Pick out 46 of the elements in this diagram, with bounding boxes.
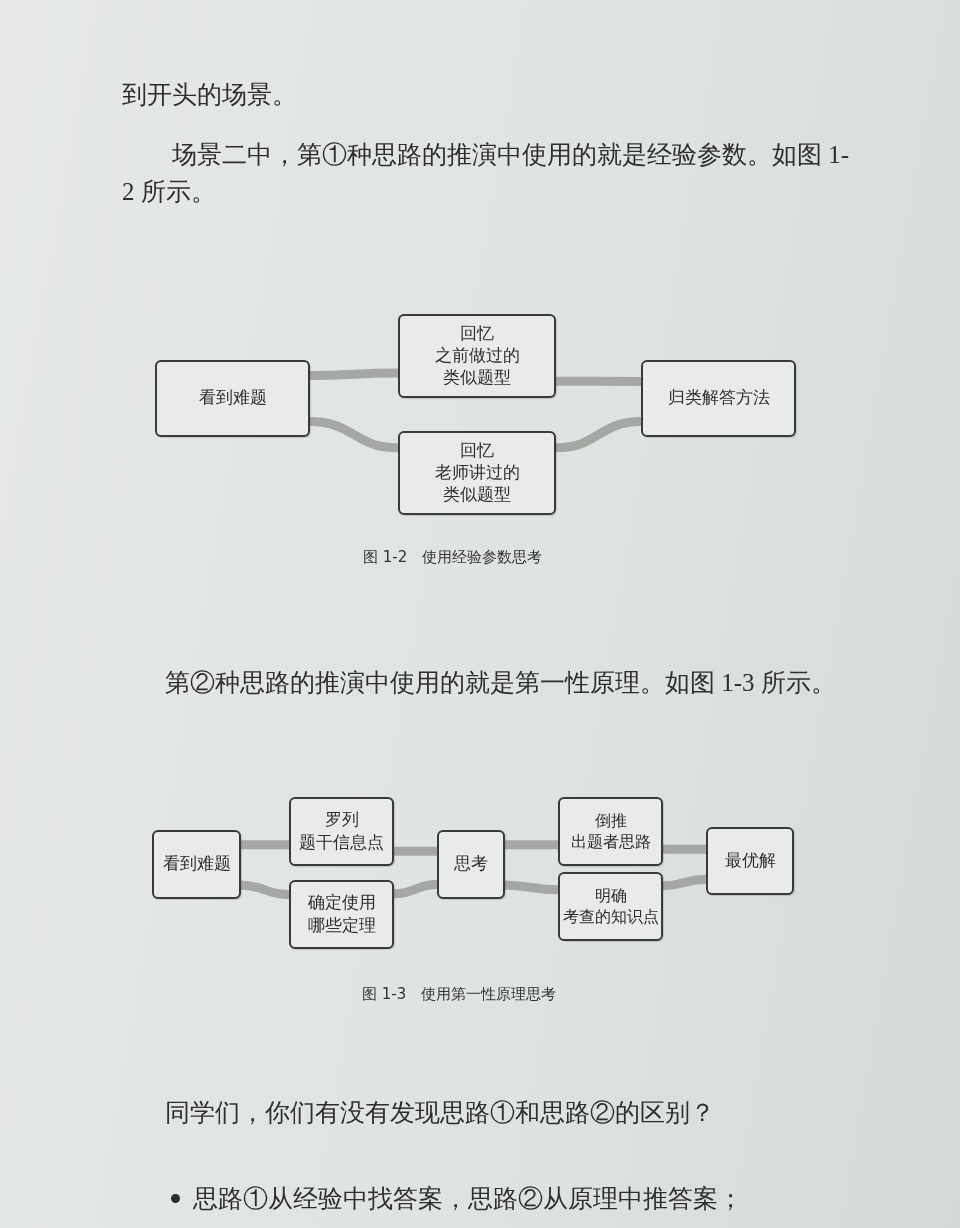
node-text: 确定使用哪些定理 [307,892,376,937]
connector-ribbon [393,880,438,899]
figure-caption: 图 1-3 使用第一性原理思考 [362,985,557,1004]
process-box [155,360,310,437]
connector-ribbon [556,376,641,386]
connector-ribbon [555,417,642,453]
process-box [558,872,663,941]
node-text: 归类解答方法 [667,387,770,410]
bullet-text: 思路①从经验中找答案，思路②从原理中推答案； [193,1184,744,1214]
node-text: 回忆 [460,439,494,462]
process-box [398,431,556,515]
connector-ribbon [662,874,707,891]
process-box [558,797,663,866]
body-paragraph: 同学们，你们有没有发现思路①和思路②的区别？ [165,1098,716,1128]
process-box [289,797,394,866]
node-text: 最优解 [724,849,776,872]
node-text: 倒推 [594,810,627,831]
body-paragraph: 到开头的场景。 [122,80,298,110]
connector-ribbon [663,844,706,854]
node-text: 回忆 [460,322,494,345]
body-paragraph: 场景二中，第①种思路的推演中使用的就是经验参数。如图 1-2 所示。 [122,140,851,207]
process-box [152,830,241,899]
node-text: 明确 [594,885,627,906]
connector-ribbon [309,417,399,453]
node-text: 看到难题 [198,387,267,410]
connector-ribbon [504,880,559,895]
figure-caption: 图 1-2 使用经验参数思考 [363,548,543,567]
process-box [289,880,394,949]
process-box [437,830,505,899]
node-text: 题干信息点 [299,831,384,854]
node-text: 看到难题 [162,853,231,876]
node-text: 之前做过的类似题型 [434,344,520,390]
connector-ribbon [505,840,558,850]
node-text: 罗列 [324,809,359,832]
process-box [398,314,556,398]
connector-ribbon [241,840,289,850]
connector-ribbon [310,368,398,380]
node-text: 思考 [454,853,488,876]
body-paragraph: 第②种思路的推演中使用的就是第一性原理。如图 1-3 所示。 [165,668,837,698]
node-text: 出题者思路 [570,831,651,852]
node-text: 考查的知识点 [562,906,659,927]
process-box [706,827,794,895]
process-box [641,360,796,437]
connector-ribbon [240,880,290,899]
connector-ribbon [394,846,437,856]
node-text: 老师讲过的类似题型 [434,461,520,507]
